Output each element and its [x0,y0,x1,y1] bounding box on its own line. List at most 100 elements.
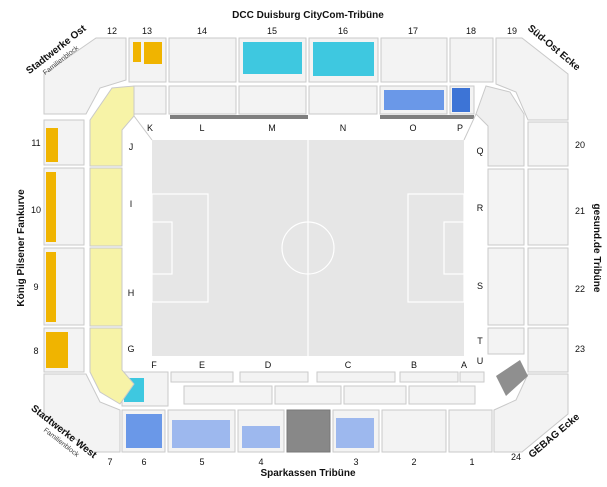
block-R[interactable] [487,168,525,246]
label-block-3: 3 [353,457,358,467]
block-22[interactable] [527,247,569,326]
label-block-4: 4 [258,457,263,467]
block-14[interactable] [168,37,237,83]
block-numbers-right: 20 21 22 23 [575,140,585,354]
label-block-1: 1 [469,457,474,467]
block-numbers-bottom: 6 5 4 3 2 1 [141,457,474,467]
seats-16 [313,42,374,76]
seats-4 [242,426,280,448]
press-strip-top-2 [380,115,474,119]
label-block-L: L [199,123,204,133]
block-L[interactable] [168,85,237,115]
label-block-23: 23 [575,344,585,354]
seats-8 [46,332,68,368]
corner-stand-sw[interactable] [43,373,121,453]
corner-stand-se[interactable] [493,373,569,453]
press-strip-top [170,115,308,119]
block-S[interactable] [487,247,525,326]
top-blocks [128,37,494,83]
label-block-6: 6 [141,457,146,467]
label-block-8: 8 [33,346,38,356]
label-block-D: D [265,360,272,370]
inner-letters-top: K L M N O P [147,123,463,133]
tribune-south-label: Sparkassen Tribüne [260,468,355,479]
block-inner-south-4[interactable] [408,385,476,405]
block-2[interactable] [381,409,447,453]
block-T[interactable] [487,327,525,355]
label-block-20: 20 [575,140,585,150]
pitch-corner-ne [463,113,477,141]
label-block-B: B [411,360,417,370]
block-numbers-top: 13 14 15 16 17 18 [142,26,476,36]
tribune-west-label: König Pilsener Fankurve [16,189,27,307]
block-K[interactable] [133,85,167,115]
label-block-R: R [477,203,484,213]
block-closed [286,409,331,453]
block-B[interactable] [399,371,459,383]
label-block-5: 5 [199,457,204,467]
block-17[interactable] [380,37,448,83]
walkway-se [496,360,528,396]
block-E[interactable] [170,371,234,383]
goal-area-right [443,221,465,275]
block-M[interactable] [238,85,307,115]
label-block-18: 18 [466,26,476,36]
label-block-21: 21 [575,206,585,216]
label-block-P: P [457,123,463,133]
label-block-C: C [345,360,352,370]
pitch [151,140,465,356]
label-block-2: 2 [411,457,416,467]
label-block-13: 13 [142,26,152,36]
label-block-I: I [130,199,133,209]
block-C[interactable] [316,371,396,383]
block-G[interactable] [89,327,135,405]
block-numbers-left: 11 10 9 8 [31,138,41,356]
fan-curve-left [89,85,135,405]
label-block-10: 10 [31,205,41,215]
label-block-24: 24 [511,452,521,462]
label-block-N: N [340,123,347,133]
tribune-east-label: gesund.de Tribüne [591,204,602,293]
block-1[interactable] [448,409,493,453]
block-20[interactable] [527,121,569,167]
seats-9 [46,252,56,322]
inner-right-ring [475,85,525,355]
block-inner-south[interactable] [183,385,273,405]
label-block-M: M [268,123,276,133]
label-block-F: F [151,360,157,370]
pitch-corner-nw [133,115,153,141]
corner-stand-ne[interactable] [495,37,569,121]
label-block-22: 22 [575,284,585,294]
goal-area-left [151,221,173,275]
corner-stand-nw[interactable] [43,37,127,115]
seats-13 [144,42,162,64]
block-inner-south-2[interactable] [274,385,342,405]
seats-13b [133,42,141,62]
block-18[interactable] [449,37,494,83]
label-block-19: 19 [507,26,517,36]
block-H[interactable] [89,247,123,327]
inner-letters-left: J I H G [127,142,134,354]
label-block-G: G [127,344,134,354]
block-I[interactable] [89,167,123,247]
block-J[interactable] [89,85,135,167]
label-block-T: T [477,336,483,346]
seats-11 [46,128,58,162]
block-21[interactable] [527,168,569,246]
label-block-J: J [129,142,134,152]
block-A[interactable] [459,371,485,383]
label-block-14: 14 [197,26,207,36]
block-23[interactable] [527,327,569,373]
label-block-7: 7 [107,457,112,467]
block-inner-south-3[interactable] [343,385,407,405]
block-D[interactable] [239,371,309,383]
seats-15 [243,42,302,74]
label-block-O: O [409,123,416,133]
label-block-17: 17 [408,26,418,36]
label-block-K: K [147,123,153,133]
block-Q[interactable] [475,85,525,167]
block-N[interactable] [308,85,378,115]
center-circle [281,221,335,275]
